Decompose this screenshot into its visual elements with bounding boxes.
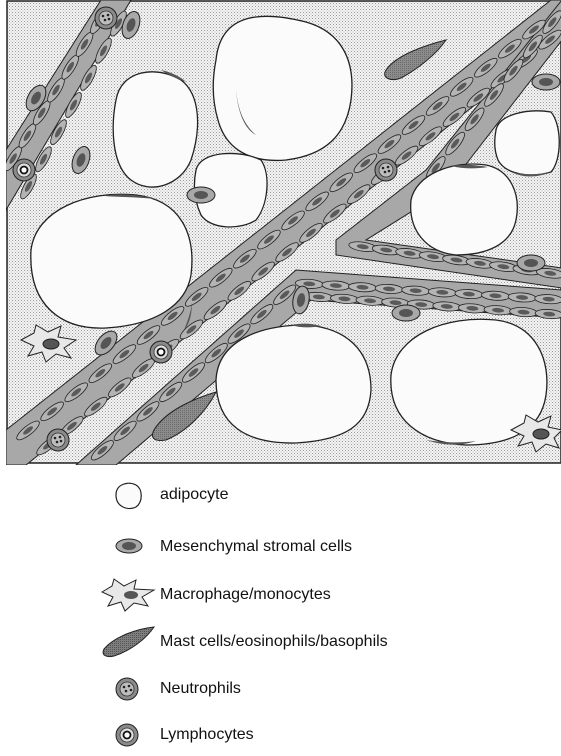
legend-item-mast: Mast cells/eosinophils/basophils [0, 625, 561, 659]
adipocyte-bottom-center [216, 325, 371, 443]
legend-label-mesenchymal: Mesenchymal stromal cells [160, 538, 352, 556]
neutrophil [375, 159, 397, 181]
mast-cell-icon [98, 625, 158, 659]
legend-item-neutrophil: Neutrophils [0, 672, 561, 706]
neutrophil-icon [98, 672, 158, 706]
stromal-cell [392, 305, 420, 321]
legend-label-neutrophil: Neutrophils [160, 680, 241, 698]
macrophage-icon [98, 578, 158, 612]
legend-label-macrophage: Macrophage/monocytes [160, 586, 331, 604]
adipocyte-right-mid [411, 164, 518, 255]
adipocyte-right-top [495, 111, 560, 175]
lymphocyte [150, 341, 172, 363]
legend-item-adipocyte: adipocyte [0, 478, 561, 512]
legend-label-mast: Mast cells/eosinophils/basophils [160, 633, 388, 651]
adipocyte-mid-left [113, 72, 197, 187]
stromal-cell [187, 187, 215, 203]
tissue-diagram [6, 0, 561, 465]
neutrophil [95, 7, 117, 29]
adipocyte-icon [98, 478, 158, 512]
stromal-cell [517, 255, 545, 271]
adipocyte-large-top [213, 16, 352, 160]
legend-item-macrophage: Macrophage/monocytes [0, 578, 561, 612]
legend-item-lymphocyte: Lymphocytes [0, 718, 561, 752]
neutrophil [47, 429, 69, 451]
lymphocyte [13, 159, 35, 181]
legend-label-adipocyte: adipocyte [160, 486, 229, 504]
legend-item-mesenchymal: Mesenchymal stromal cells [0, 530, 561, 564]
legend-label-lymphocyte: Lymphocytes [160, 726, 254, 744]
adipocyte-big-left [31, 194, 192, 328]
mesenchymal-stromal-cell-icon [98, 530, 158, 564]
stromal-cell [532, 74, 560, 90]
lymphocyte-icon [98, 718, 158, 752]
